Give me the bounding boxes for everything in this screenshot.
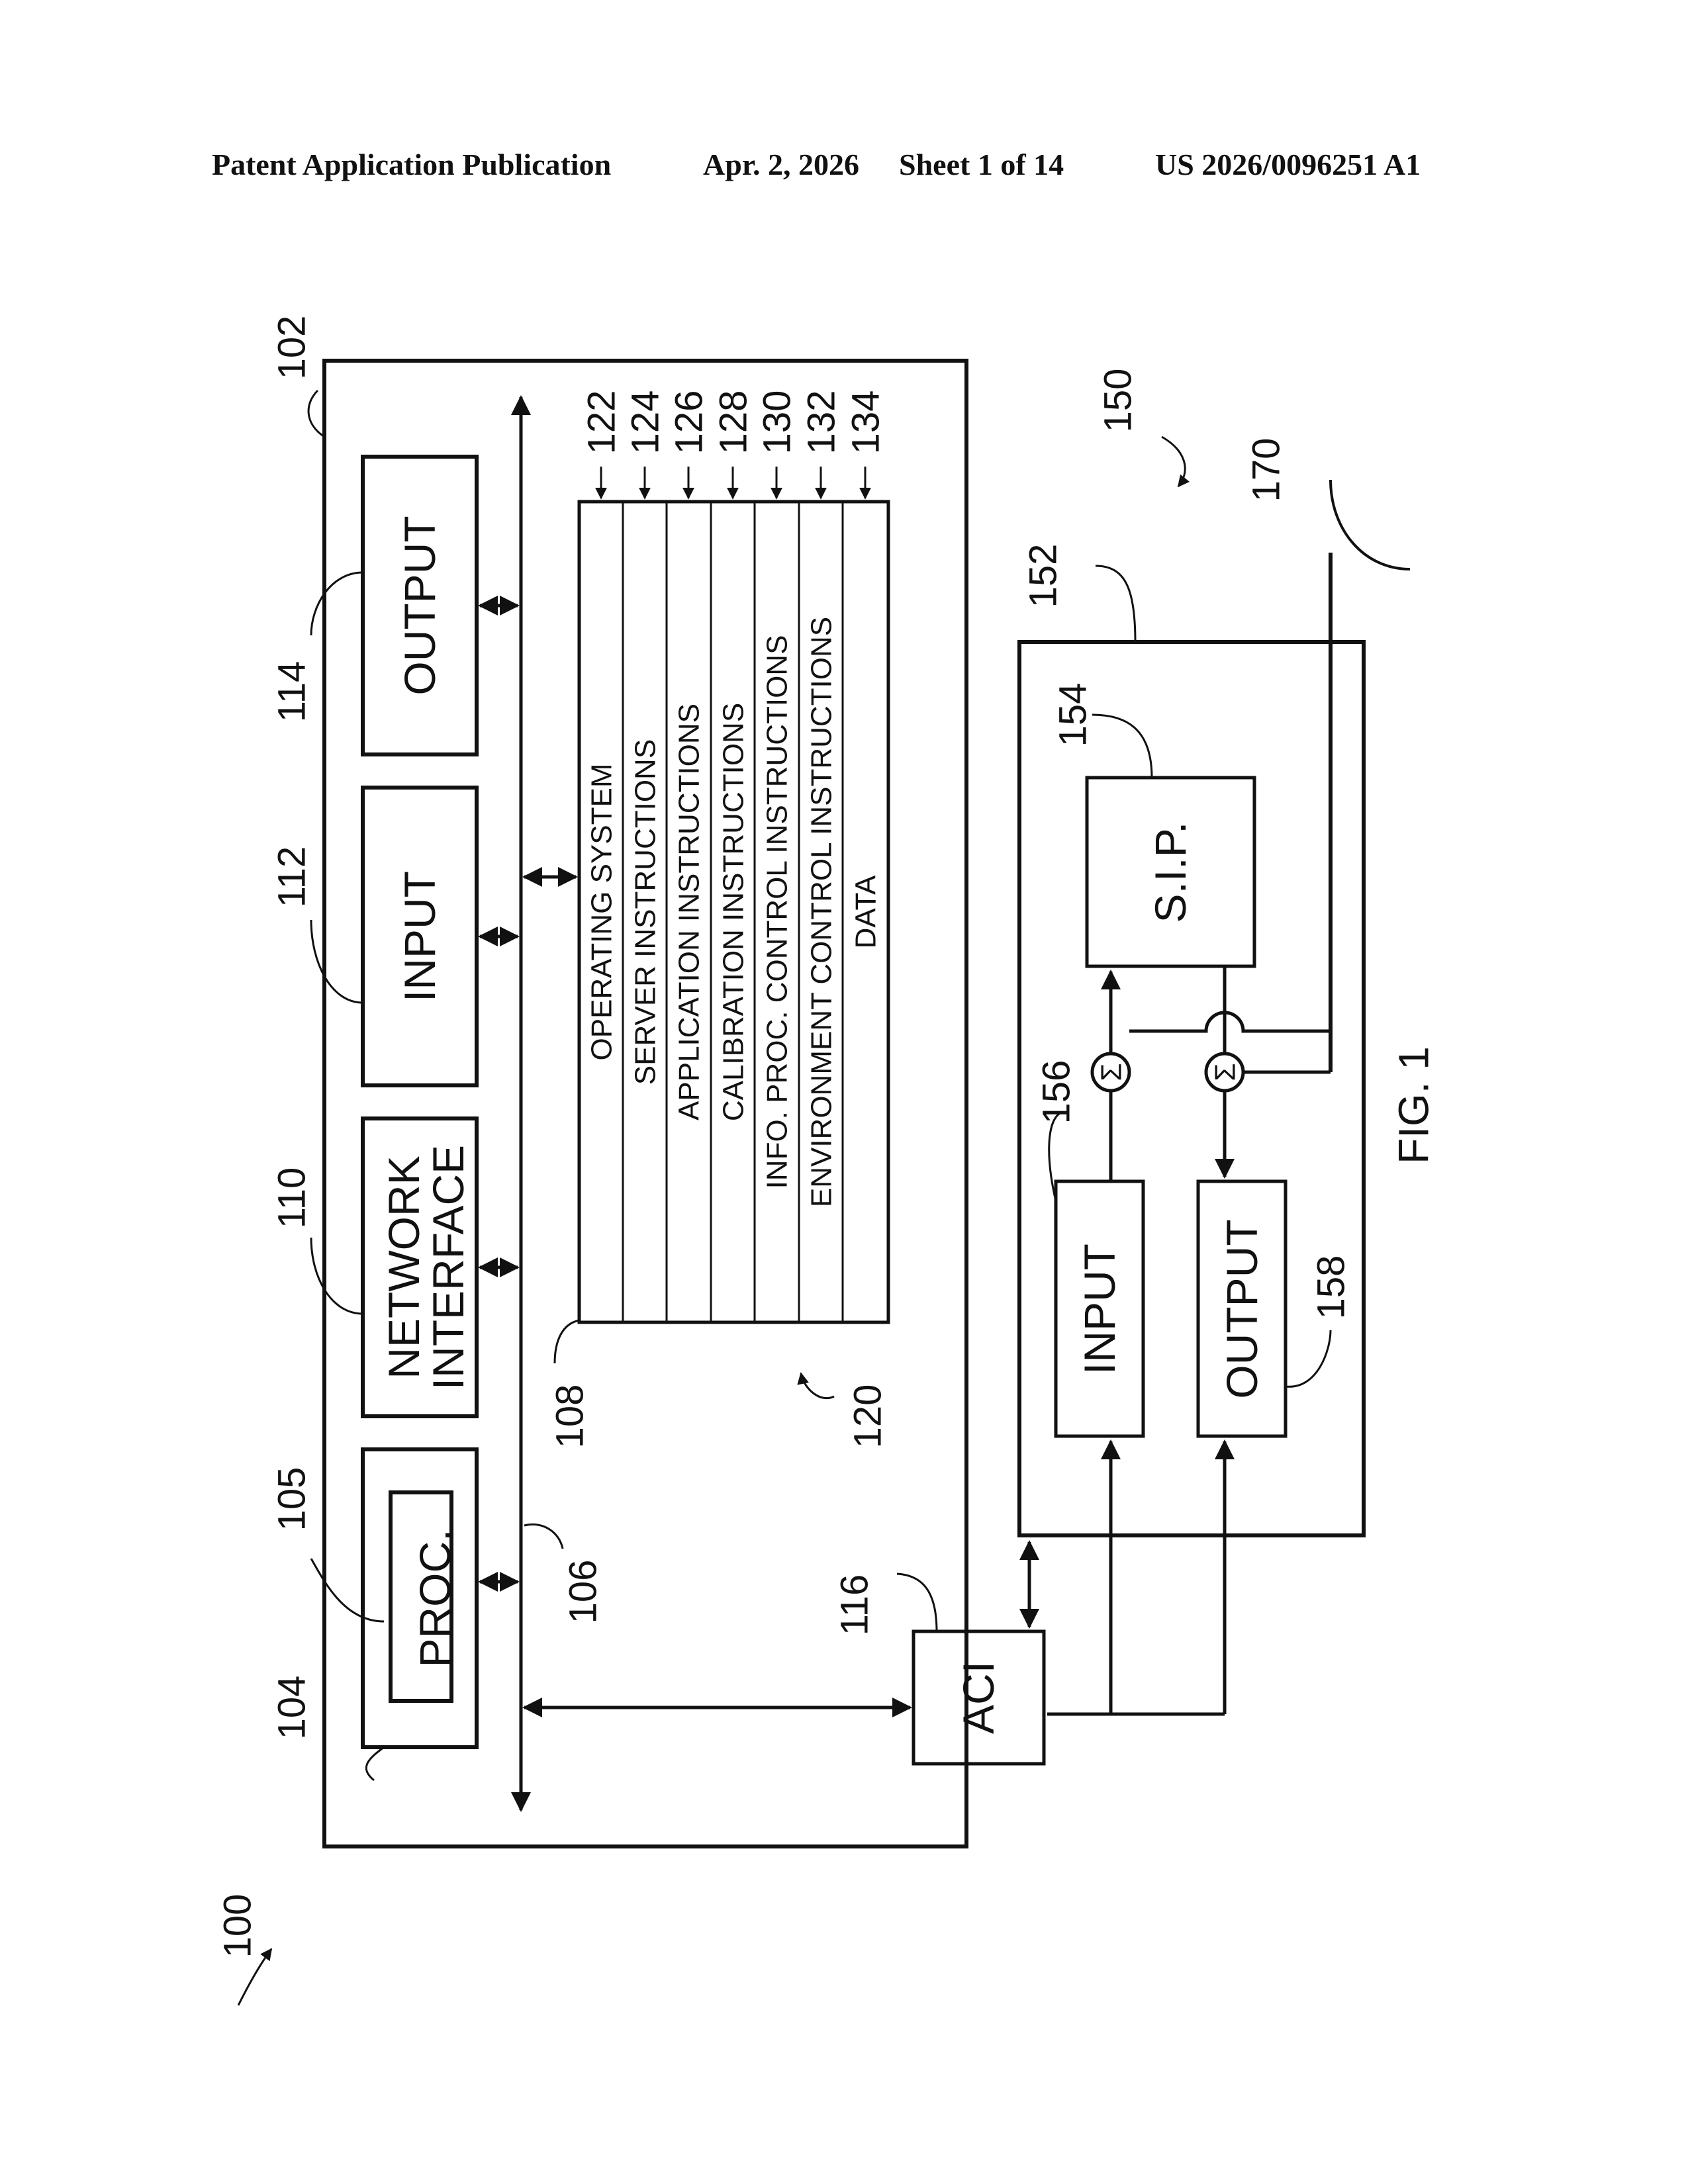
- ref-124: 124: [624, 390, 667, 455]
- ref-100: 100: [216, 1894, 259, 1958]
- ref-128: 128: [712, 390, 755, 455]
- ref-158: 158: [1309, 1255, 1352, 1320]
- ref-104: 104: [270, 1676, 313, 1740]
- input-label: INPUT: [395, 871, 444, 1002]
- ref-102: 102: [270, 316, 313, 380]
- ref-116: 116: [833, 1574, 876, 1635]
- ref-106: 106: [561, 1560, 604, 1624]
- network-label-line2: INTERFACE: [424, 1145, 473, 1390]
- ref-126: 126: [667, 390, 710, 455]
- sigma-icon: Σ: [1095, 1063, 1127, 1081]
- ref-156: 156: [1035, 1060, 1078, 1124]
- memory-row: CALIBRATION INSTRUCTIONS: [717, 703, 749, 1121]
- memory-row: INFO. PROC. CONTROL INSTRUCTIONS: [761, 635, 793, 1189]
- aci-label: ACI: [954, 1661, 1003, 1734]
- ref-108: 108: [548, 1385, 591, 1449]
- ref-110: 110: [270, 1167, 313, 1228]
- ref-120: 120: [846, 1385, 889, 1449]
- ref-105: 105: [270, 1467, 313, 1531]
- ref-114: 114: [270, 661, 313, 722]
- network-label-line1: NETWORK: [379, 1156, 428, 1379]
- memory-row: SERVER INSTRUCTIONS: [629, 739, 661, 1085]
- output-label: OUTPUT: [395, 516, 444, 695]
- ref-134: 134: [844, 390, 887, 455]
- ref-130: 130: [755, 390, 798, 455]
- device-input-label: INPUT: [1075, 1244, 1124, 1375]
- ref-122: 122: [580, 390, 623, 455]
- environment-arc: [1331, 480, 1410, 569]
- ref-152: 152: [1021, 544, 1064, 608]
- ref-112: 112: [270, 846, 313, 907]
- ref-150: 150: [1096, 369, 1139, 433]
- ref-170: 170: [1244, 438, 1288, 502]
- memory-row: DATA: [849, 875, 882, 948]
- memory-row: ENVIRONMENT CONTROL INSTRUCTIONS: [805, 617, 837, 1207]
- ref-132: 132: [800, 390, 843, 455]
- device-output-label: OUTPUT: [1217, 1219, 1266, 1398]
- sigma-icon: Σ: [1209, 1063, 1241, 1081]
- sip-label: S.I.P.: [1146, 822, 1195, 923]
- proc-label: PROC.: [410, 1529, 459, 1667]
- memory-row: APPLICATION INSTRUCTIONS: [673, 704, 705, 1120]
- figure-caption: FIG. 1: [1389, 1046, 1437, 1164]
- ref-154: 154: [1051, 683, 1094, 747]
- memory-row: OPERATING SYSTEM: [585, 763, 618, 1060]
